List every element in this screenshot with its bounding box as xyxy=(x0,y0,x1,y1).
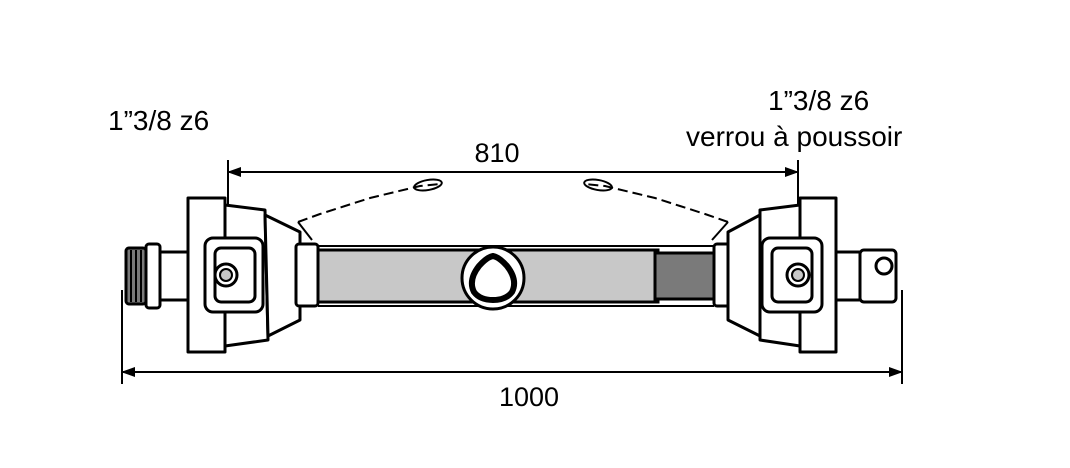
right-spec-label-line2: verrou à poussoir xyxy=(686,121,902,152)
inner-dimension: 810 xyxy=(227,138,799,275)
overall-dimension: 1000 xyxy=(121,290,903,412)
inner-dimension-value: 810 xyxy=(474,138,519,168)
overall-dimension-value: 1000 xyxy=(499,382,559,412)
left-guard xyxy=(186,196,302,354)
right-guard xyxy=(726,196,838,354)
left-safety-chain xyxy=(297,178,443,241)
right-lock-hub xyxy=(834,248,898,304)
left-spec-label: 1”3/8 z6 xyxy=(108,105,209,136)
lock-button xyxy=(874,256,894,276)
tube-profile-icon xyxy=(460,245,526,311)
right-safety-chain xyxy=(583,178,729,241)
left-splined-stub xyxy=(124,242,192,310)
central-tube xyxy=(294,242,734,308)
right-spec-label-line1: 1”3/8 z6 xyxy=(768,85,869,116)
